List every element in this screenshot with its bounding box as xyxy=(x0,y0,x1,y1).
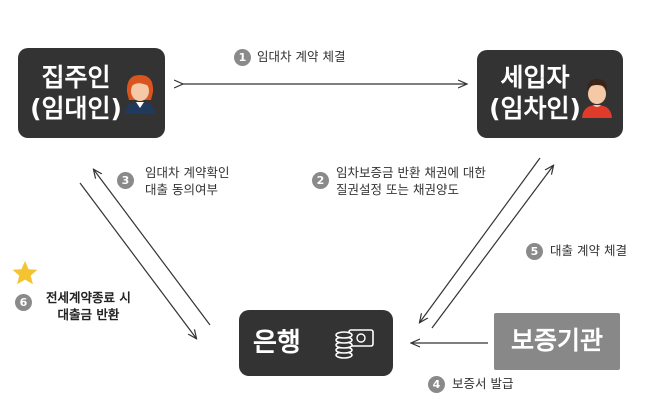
step1-number: 1 xyxy=(234,49,251,66)
coins-money-icon xyxy=(335,329,374,359)
step2-label: 임차보증금 반환 채권에 대한 질권설정 또는 채권양도 xyxy=(336,165,486,199)
step5-label: 대출 계약 체결 xyxy=(550,243,627,260)
step6-line1: 전세계약종료 시 xyxy=(46,290,131,305)
star-icon xyxy=(12,261,38,285)
landlord-line2: (임대인) xyxy=(30,94,122,124)
step4-number: 4 xyxy=(428,376,445,393)
landlord-label: 집주인 (임대인) xyxy=(24,62,128,125)
guarantee-label: 보증기관 xyxy=(510,326,603,355)
step6-line2: 대출금 반환 xyxy=(57,306,120,322)
step3-line2: 대출 동의여부 xyxy=(145,181,218,197)
woman-avatar-icon xyxy=(125,75,155,114)
step3-line1: 임대차 계약확인 xyxy=(145,165,230,180)
guarantee-box: 보증기관 xyxy=(494,313,620,370)
bank-box: 은행 xyxy=(239,310,393,376)
arrow-bank-to-landlord xyxy=(94,170,211,326)
arrow-landlord-to-bank xyxy=(79,182,196,338)
arrow-tenant-to-bank xyxy=(420,157,541,322)
step4-label: 보증서 발급 xyxy=(452,376,513,393)
step5-line1: 대출 계약 체결 xyxy=(550,243,627,258)
tenant-line1: 세입자 xyxy=(500,63,570,92)
tenant-line2: (임차인) xyxy=(489,94,581,124)
bank-label: 은행 xyxy=(253,328,301,358)
step6-number: 6 xyxy=(15,294,32,311)
step4-line1: 보증서 발급 xyxy=(452,376,514,391)
step5-number: 5 xyxy=(526,243,543,260)
step3-number: 3 xyxy=(117,172,134,189)
step2-line2: 질권설정 또는 채권양도 xyxy=(336,181,459,197)
step1-label: 임대차 계약 체결 xyxy=(257,49,345,66)
tenant-box: 세입자 (임차인) xyxy=(477,50,623,138)
step2-line1: 임차보증금 반환 채권에 대한 xyxy=(336,165,486,180)
landlord-box: 집주인 (임대인) xyxy=(18,48,165,138)
landlord-line1: 집주인 xyxy=(41,63,111,92)
tenant-label: 세입자 (임차인) xyxy=(483,62,587,125)
step6-label: 전세계약종료 시 대출금 반환 xyxy=(46,290,131,324)
step1-line1: 임대차 계약 체결 xyxy=(257,49,346,64)
man-avatar-icon xyxy=(582,79,612,118)
arrow-bank-to-tenant xyxy=(431,166,553,329)
step2-number: 2 xyxy=(312,172,329,189)
step3-label: 임대차 계약확인 대출 동의여부 xyxy=(145,165,229,199)
